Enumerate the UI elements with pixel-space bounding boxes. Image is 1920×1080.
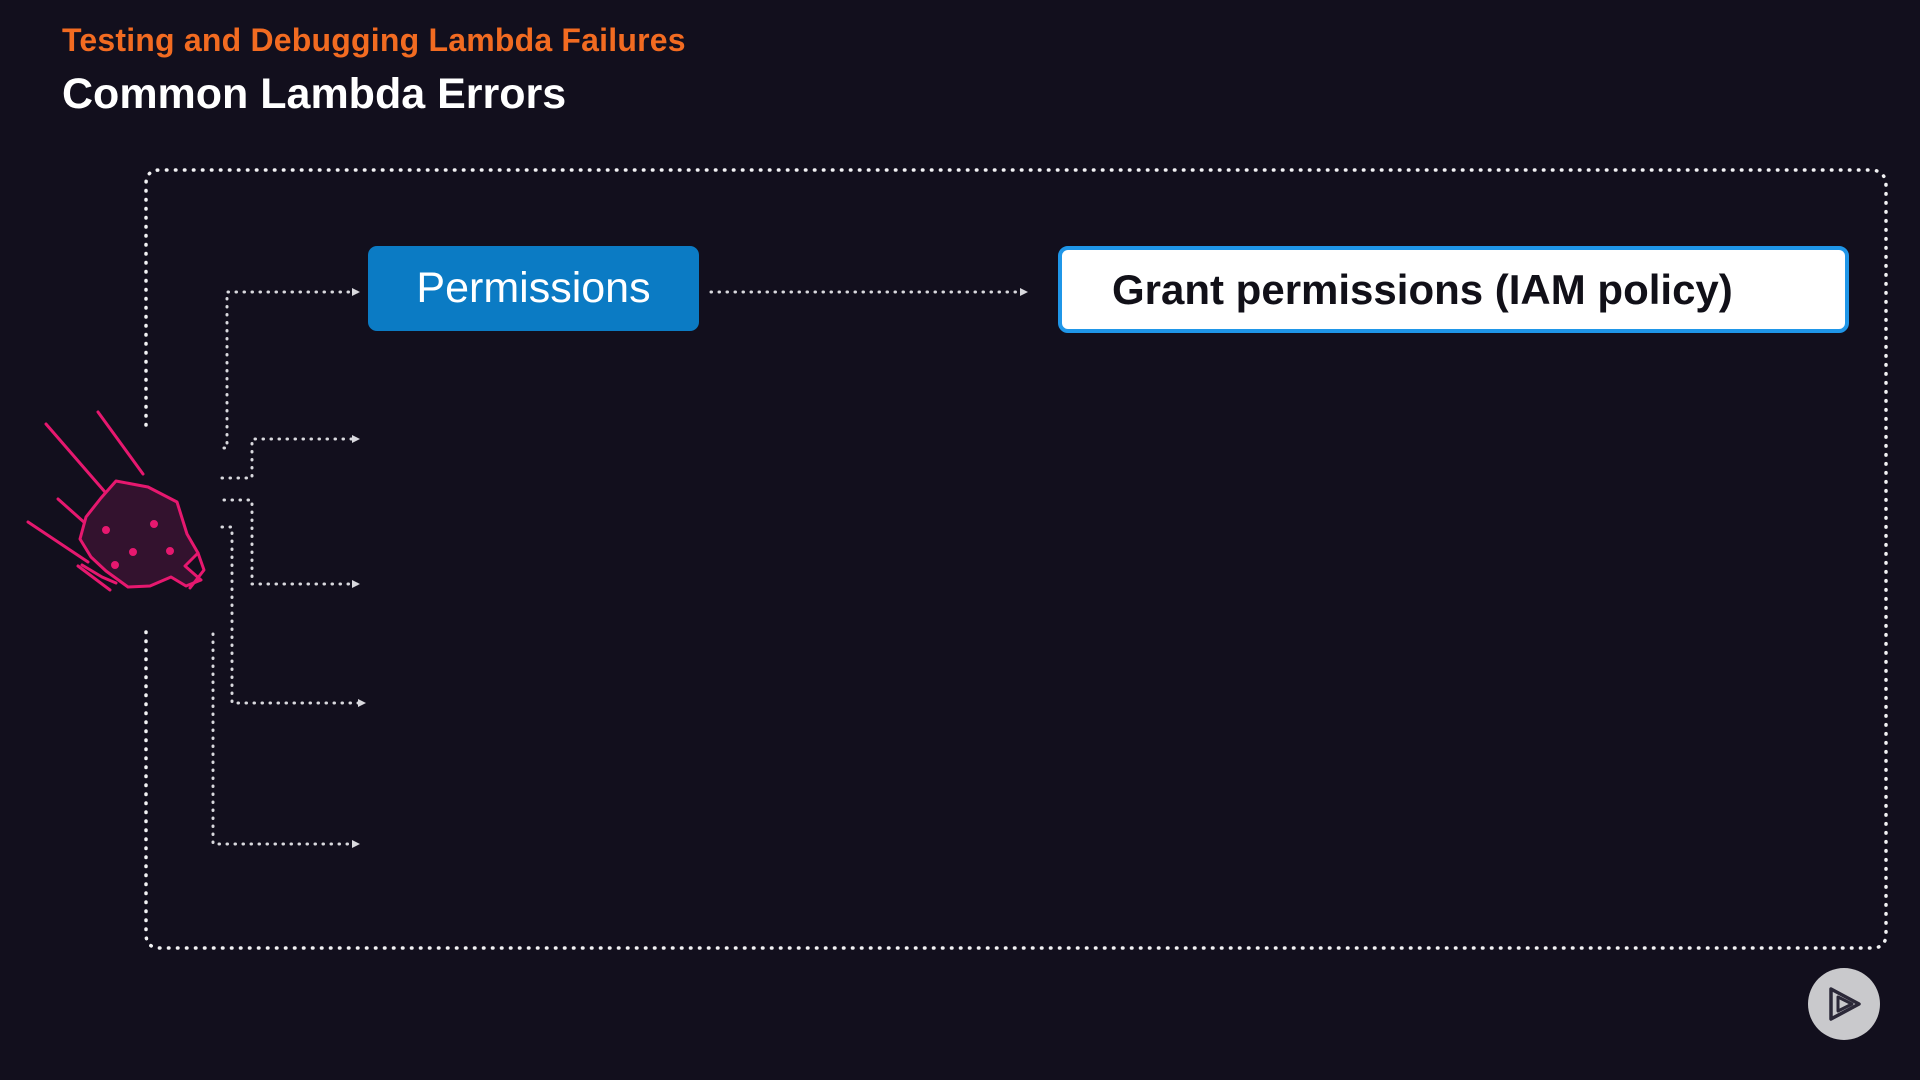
outer-dotted-frame bbox=[144, 168, 1888, 950]
branch-connector-4 bbox=[220, 525, 366, 707]
branch-connector-3 bbox=[222, 498, 360, 588]
play-icon bbox=[1829, 987, 1861, 1021]
branch-connector-2 bbox=[220, 435, 360, 480]
slide-title: Common Lambda Errors bbox=[62, 70, 567, 118]
slide-subtitle: Testing and Debugging Lambda Failures bbox=[62, 22, 686, 58]
permissions-box: Permissions bbox=[368, 246, 699, 331]
branch-connector-5 bbox=[211, 632, 360, 848]
play-button[interactable] bbox=[1808, 968, 1880, 1040]
explosion-icon bbox=[26, 410, 206, 592]
branch-connector-1 bbox=[222, 288, 360, 450]
grant-permissions-box: Grant permissions (IAM policy) bbox=[1058, 246, 1849, 333]
